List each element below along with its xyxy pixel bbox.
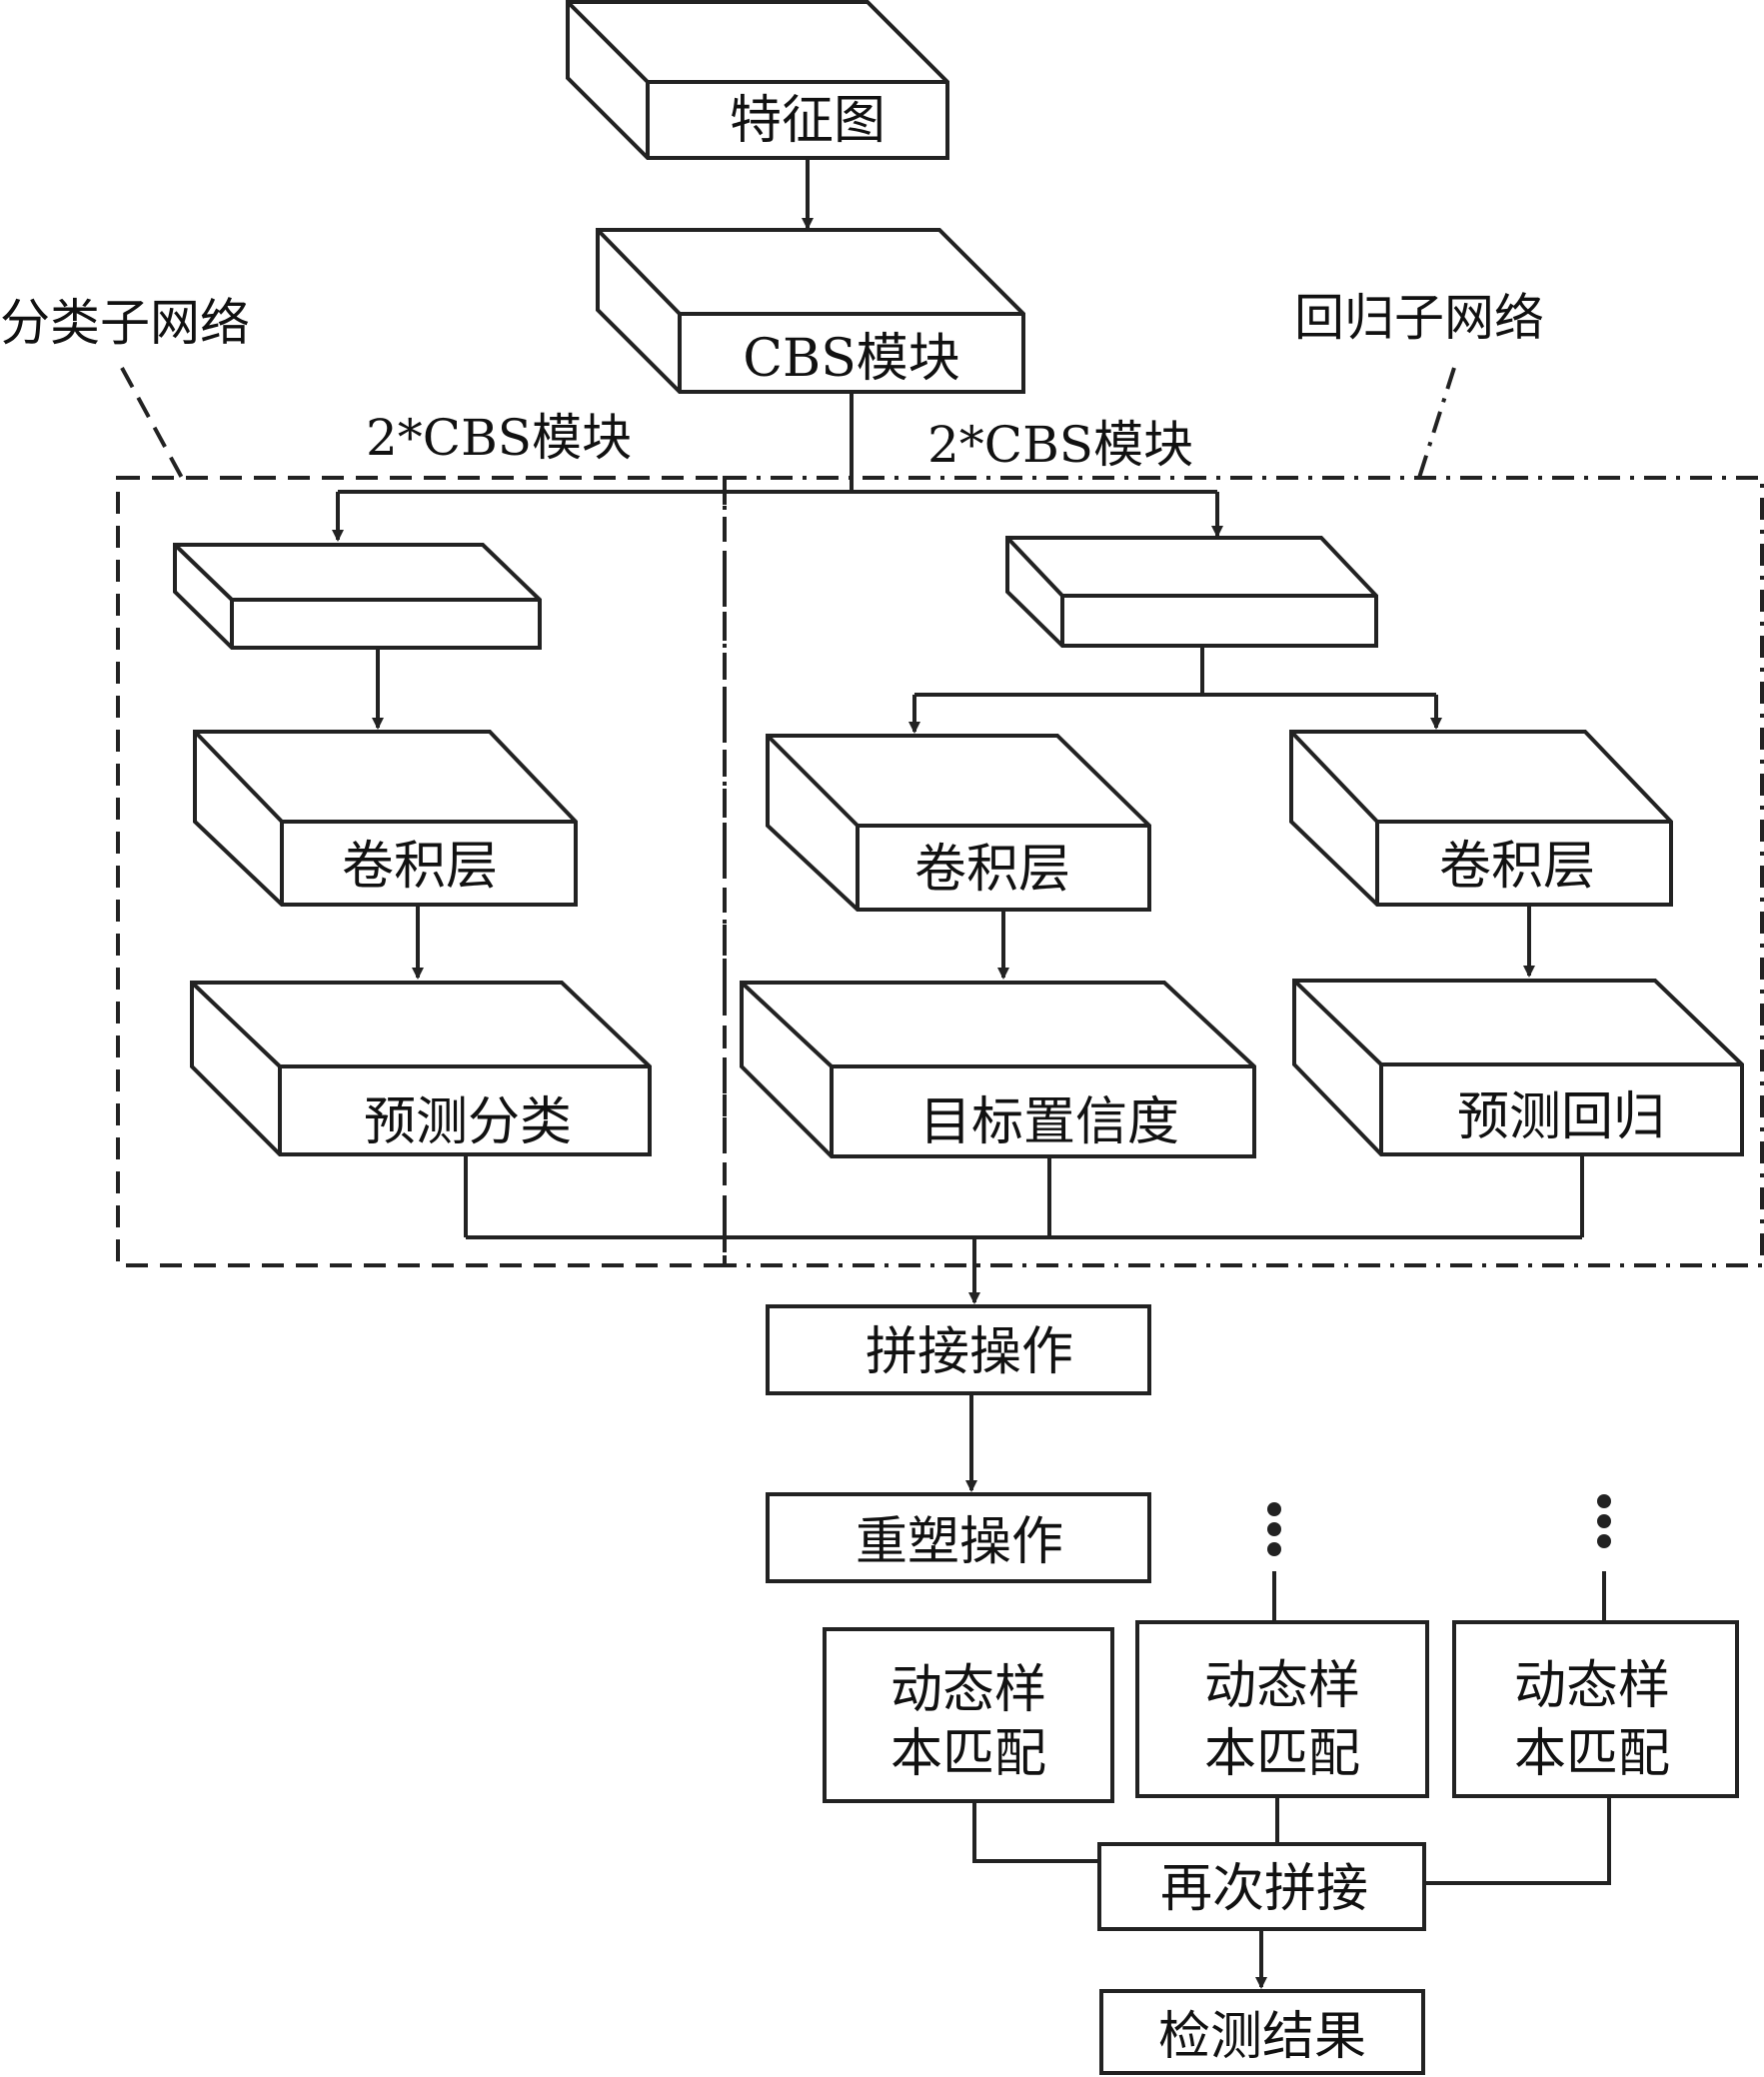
dyn1-to-concat-line: [972, 1801, 1099, 1863]
ellipsis-dots-mid: [1267, 1502, 1281, 1556]
feature-map-block: 特征图: [566, 0, 949, 160]
concat-box: [766, 1304, 1151, 1395]
reshape-label: 重塑操作: [856, 1512, 1063, 1572]
conv-left-label: 卷积层: [342, 837, 498, 897]
right-cbs2-block: [1005, 536, 1378, 648]
conv-right-block: 卷积层: [1289, 730, 1673, 907]
pred-reg-block: 预测回归: [1292, 979, 1744, 1156]
cbs2-left-label: 2*CBS模块: [366, 409, 632, 467]
cbs-module-block: CBS模块: [596, 228, 1025, 394]
conv-right-label: 卷积层: [1439, 837, 1595, 897]
dyn3-to-concat-line: [1424, 1796, 1611, 1885]
concat-again-label: 再次拼接: [1160, 1859, 1368, 1919]
pred-class-block: 预测分类: [190, 981, 652, 1156]
cbs-module-label: CBS模块: [743, 329, 960, 389]
result-label: 检测结果: [1158, 2007, 1366, 2067]
left-cbs2-block: [173, 543, 542, 650]
dyn3-line1: 动态样: [1514, 1656, 1670, 1716]
reg-subnet-frame: [723, 476, 1764, 1267]
conv-mid-block: 卷积层: [766, 734, 1151, 912]
dyn1-line1: 动态样: [890, 1660, 1046, 1720]
ellipsis-dots-right: [1597, 1494, 1611, 1548]
reg-subnet-label: 回归子网络: [1294, 289, 1544, 347]
pred-reg-label: 预测回归: [1457, 1087, 1665, 1147]
dyn2-line2: 本匹配: [1204, 1724, 1360, 1784]
conv-left-block: 卷积层: [193, 730, 578, 907]
dyn-match-box-3: [1452, 1620, 1739, 1798]
obj-conf-label: 目标置信度: [919, 1092, 1179, 1152]
feature-map-label: 特征图: [730, 91, 885, 151]
concat-again-box: [1097, 1842, 1426, 1931]
conv-mid-label: 卷积层: [914, 840, 1070, 900]
dyn2-line1: 动态样: [1204, 1656, 1360, 1716]
reshape-box: [766, 1492, 1151, 1583]
cls-subnet-frame: [116, 476, 727, 1267]
cls-subnet-pointer: [120, 367, 184, 479]
concat-label: 拼接操作: [866, 1322, 1073, 1382]
reg-subnet-pointer: [1417, 367, 1456, 479]
cls-subnet-label: 分类子网络: [0, 294, 250, 352]
dyn-match-box-1: [823, 1627, 1114, 1803]
result-box: [1099, 1989, 1425, 2075]
pred-class-label: 预测分类: [364, 1092, 572, 1152]
dyn3-line2: 本匹配: [1514, 1724, 1670, 1784]
obj-conf-block: 目标置信度: [740, 981, 1256, 1158]
dyn-match-box-2: [1135, 1620, 1429, 1798]
cbs2-right-label: 2*CBS模块: [927, 416, 1193, 474]
dyn1-line2: 本匹配: [890, 1724, 1046, 1784]
